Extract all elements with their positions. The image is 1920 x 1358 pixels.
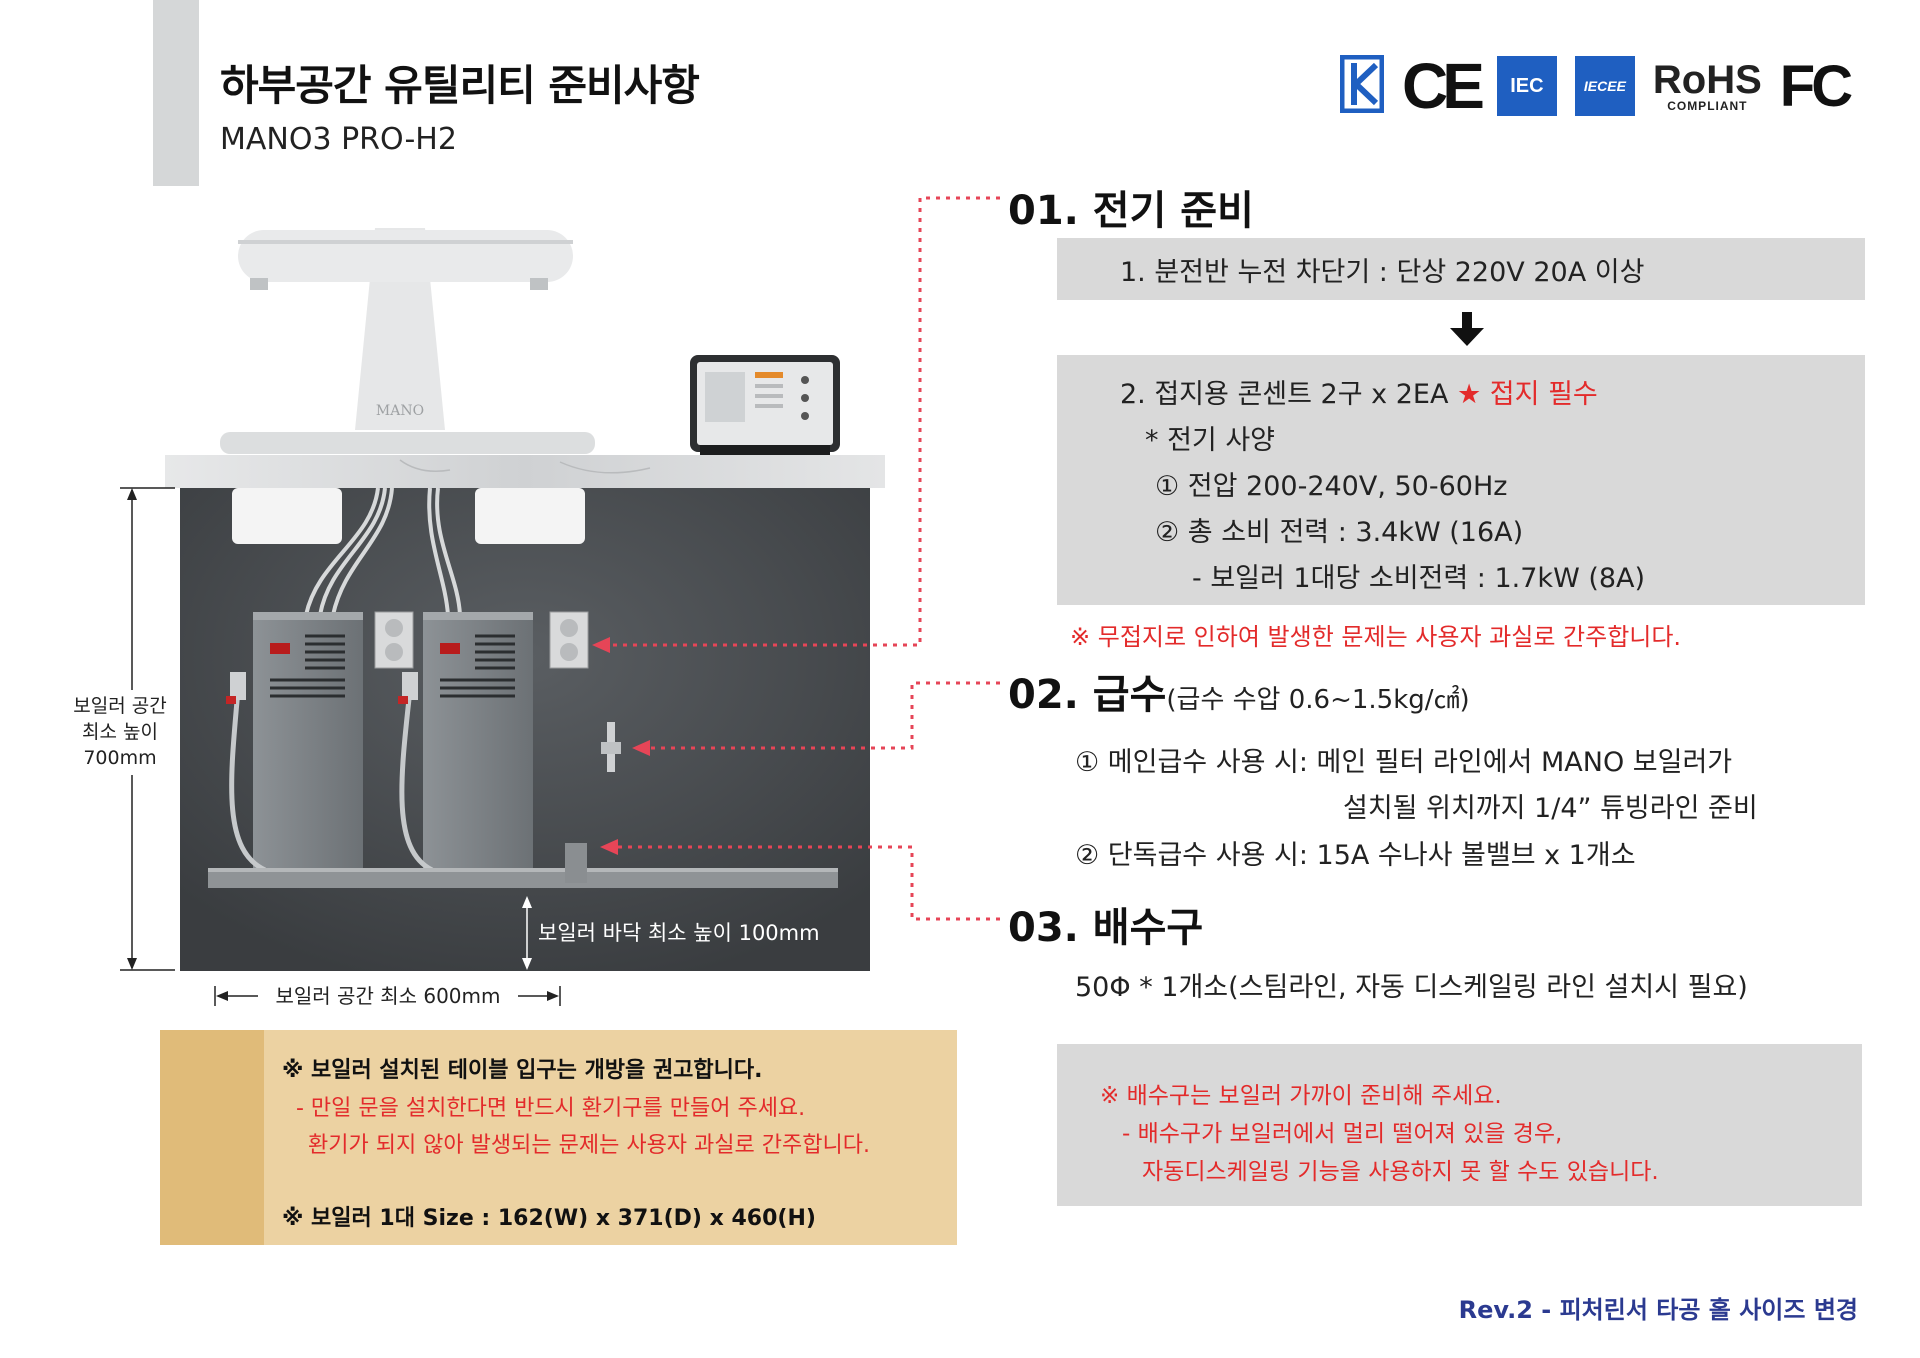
section1-item1: 1. 분전반 누전 차단기 : 단상 220V 20A 이상 xyxy=(1120,257,1645,288)
section1-item2-text: 2. 접지용 콘센트 2구 x 2EA xyxy=(1120,379,1458,410)
page-subtitle: MANO3 PRO-H2 xyxy=(220,122,457,157)
ground-required-badge: ★ 접지 필수 xyxy=(1457,379,1598,410)
section2-pressure: (급수 수압 0.6~1.5kg/㎠) xyxy=(1166,685,1470,715)
section1-item2: 2. 접지용 콘센트 2구 x 2EA ★ 접지 필수 xyxy=(1120,372,1598,411)
notice-box-strip xyxy=(160,1030,264,1245)
sink-bowl-right xyxy=(475,488,585,544)
height-label-line3: 700mm xyxy=(83,747,156,769)
section2-heading: 02. 급수 xyxy=(1008,672,1167,718)
section1-spec-voltage: ① 전압 200-240V, 50-60Hz xyxy=(1155,471,1508,502)
notice-line3: 환기가 되지 않아 발생되는 문제는 사용자 과실로 간주합니다. xyxy=(308,1133,870,1158)
floor-clearance-label: 보일러 바닥 최소 높이 100mm xyxy=(538,921,820,945)
page-title: 하부공간 유틸리티 준비사항 xyxy=(220,61,700,110)
section2-item1-line2: 설치될 위치까지 1/4” 튜빙라인 준비 xyxy=(1343,793,1758,824)
power-outlet-right xyxy=(549,611,589,669)
section3-note-line2: - 배수구가 보일러에서 멀리 떨어져 있을 경우, xyxy=(1122,1121,1563,1147)
boiler-right xyxy=(423,612,533,880)
section1-spec-title: * 전기 사양 xyxy=(1145,425,1276,456)
section1-note: ※ 무접지로 인하여 발생한 문제는 사용자 과실로 간주합니다. xyxy=(1070,623,1682,651)
kc-mark-icon xyxy=(1339,54,1385,117)
sink-bowl-left xyxy=(232,488,342,544)
height-label-line1: 보일러 공간 xyxy=(73,695,166,717)
section3-note-line3: 자동디스케일링 기능을 사용하지 못 할 수도 있습니다. xyxy=(1142,1159,1659,1185)
section2-item1-line1: ① 메인급수 사용 시: 메인 필터 라인에서 MANO 보일러가 xyxy=(1075,747,1733,778)
floor-clearance-dimension xyxy=(522,896,532,970)
drain-pipe xyxy=(208,843,838,888)
section3-item: 50Φ * 1개소(스팀라인, 자동 디스케일링 라인 설치시 필요) xyxy=(1075,972,1748,1003)
section1-outlet-box xyxy=(1057,355,1865,605)
notice-size: ※ 보일러 1대 Size : 162(W) x 371(D) x 460(H) xyxy=(282,1206,816,1231)
fcc-mark-icon: FC xyxy=(1779,53,1853,119)
control-tablet xyxy=(690,355,840,455)
iecee-mark-icon: IECEE xyxy=(1574,56,1635,116)
ce-mark-icon: CE xyxy=(1402,50,1485,122)
rohs-label: RoHS xyxy=(1652,58,1762,102)
product-brand-label: MANO xyxy=(376,403,424,419)
notice-box xyxy=(160,1030,957,1245)
espresso-machine: MANO xyxy=(220,228,595,454)
header-accent-bar xyxy=(153,0,199,186)
section3-note-line1: ※ 배수구는 보일러 가까이 준비해 주세요. xyxy=(1100,1083,1502,1109)
section2-item2: ② 단독급수 사용 시: 15A 수나사 볼밸브 x 1개소 xyxy=(1075,840,1636,871)
section1-heading: 01. 전기 준비 xyxy=(1008,188,1254,234)
leader-lines xyxy=(600,196,1000,921)
height-label-line2: 최소 높이 xyxy=(82,721,158,743)
iec-mark-icon: IEC xyxy=(1496,56,1557,116)
boiler-left xyxy=(253,612,363,880)
rohs-sublabel: COMPLIANT xyxy=(1667,99,1748,113)
width-label: 보일러 공간 최소 600mm xyxy=(275,984,500,1008)
notice-line2: - 만일 문을 설치한다면 반드시 환기구를 만들어 주세요. xyxy=(296,1096,806,1121)
countertop xyxy=(165,455,885,488)
rohs-mark-icon: RoHS COMPLIANT xyxy=(1653,60,1762,112)
certification-marks: CE IEC IECEE RoHS COMPLIANT FC xyxy=(1339,50,1853,122)
water-supply-valve xyxy=(601,722,621,772)
section1-spec-boiler: - 보일러 1대당 소비전력 : 1.7kW (8A) xyxy=(1192,563,1646,594)
power-outlet-left xyxy=(374,611,414,669)
revision-note: Rev.2 - 피처린서 타공 홀 사이즈 변경 xyxy=(1458,1296,1858,1324)
section1-breaker-box xyxy=(1057,238,1865,300)
section1-spec-power: ② 총 소비 전력 : 3.4kW (16A) xyxy=(1155,517,1524,548)
notice-line1: ※ 보일러 설치된 테이블 입구는 개방을 권고합니다. xyxy=(282,1058,763,1083)
section2-header: 02. 급수(급수 수압 0.6~1.5kg/㎠) xyxy=(1008,662,1470,720)
down-arrow-icon xyxy=(1450,312,1484,346)
section3-heading: 03. 배수구 xyxy=(1008,905,1204,951)
section3-note-box xyxy=(1057,1044,1862,1206)
